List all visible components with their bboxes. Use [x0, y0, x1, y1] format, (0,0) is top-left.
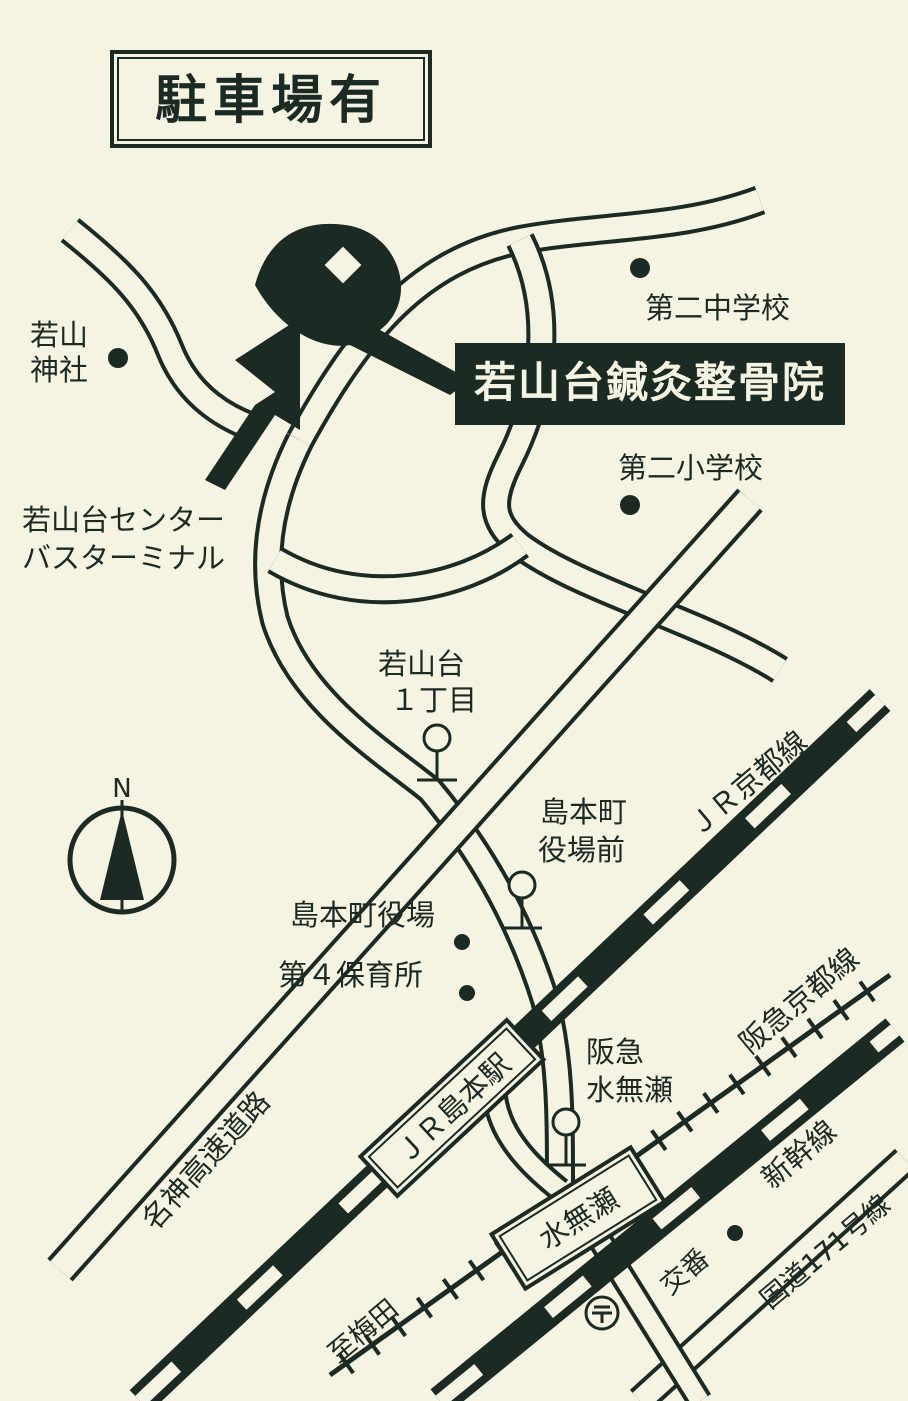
- middle-school-label: 第二中学校: [645, 291, 790, 325]
- hankyu-tick: [467, 1259, 486, 1282]
- hankyu-tick: [441, 1278, 460, 1300]
- shinkansen-line: [430, 1018, 905, 1401]
- compass-n: N: [112, 774, 131, 804]
- hankyu-stop-label-1: 阪急: [586, 1035, 644, 1069]
- route171-label: 国道171号線: [755, 1189, 897, 1315]
- bus-stop-hankyu-icon: [546, 1107, 586, 1167]
- parking-box: 駐車場有: [110, 50, 432, 148]
- hankyu-tick: [806, 1017, 824, 1040]
- clinic-marker[interactable]: [205, 223, 470, 490]
- hankyu-tick: [754, 1054, 772, 1077]
- jr-shimamoto-station[interactable]: ＪＲ島本駅: [357, 1017, 547, 1199]
- arrow-icon: [205, 318, 300, 490]
- shrine-label-1: 若山: [30, 318, 88, 352]
- elementary-school-label: 第二小学校: [618, 451, 763, 485]
- hankyu-tick: [728, 1073, 746, 1096]
- parking-label: 駐車場有: [155, 71, 387, 131]
- hankyu-tick: [363, 1333, 381, 1356]
- shrine-label-2: 神社: [30, 353, 88, 387]
- nursery-dot: [459, 985, 475, 1001]
- minase-station[interactable]: 水無瀬: [488, 1144, 668, 1292]
- nursery-label: 第４保育所: [278, 958, 423, 992]
- bus-stop-wakayamadai-label-2: １丁目: [390, 683, 477, 717]
- bus-stop-wakayamadai-icon: [417, 723, 457, 782]
- hankyu-tick: [702, 1092, 720, 1114]
- clinic-name: 若山台鍼灸整骨院: [474, 358, 826, 407]
- police-box-dot: [727, 1225, 743, 1241]
- police-box-label: 交番: [655, 1243, 716, 1301]
- town-office-label: 島本町役場: [290, 898, 435, 932]
- hankyu-tick: [858, 980, 876, 1003]
- hankyu-tick: [337, 1352, 355, 1375]
- bus-stop-wakayamadai-label-1: 若山台: [378, 647, 465, 681]
- post-office-icon: [584, 1295, 620, 1331]
- hankyu-stop-label-2: 水無瀬: [586, 1073, 673, 1107]
- hankyu-tick: [650, 1129, 668, 1152]
- elementary-school-dot: [620, 495, 640, 515]
- middle-school-dot: [630, 258, 650, 278]
- landmark-dots: [108, 258, 743, 1241]
- shrine-dot: [108, 348, 128, 368]
- compass: N: [67, 774, 177, 915]
- hankyu-tick: [832, 999, 850, 1021]
- hankyu-tick: [389, 1315, 407, 1338]
- hankyu-tick: [676, 1110, 694, 1133]
- hankyu-tick: [780, 1036, 798, 1059]
- clinic-label-box: 若山台鍼灸整骨院: [455, 343, 845, 425]
- bus-terminal-label-2: バスターミナル: [22, 541, 225, 575]
- bus-stop-shimamoto-label-1: 島本町: [540, 795, 627, 829]
- hankyu-tick: [415, 1296, 433, 1319]
- bus-stop-shimamoto-label-2: 役場前: [538, 833, 625, 867]
- bus-stop-shimamoto-icon: [502, 870, 542, 930]
- town-office-dot: [454, 934, 470, 950]
- bus-terminal-label-1: 若山台センター: [22, 503, 225, 537]
